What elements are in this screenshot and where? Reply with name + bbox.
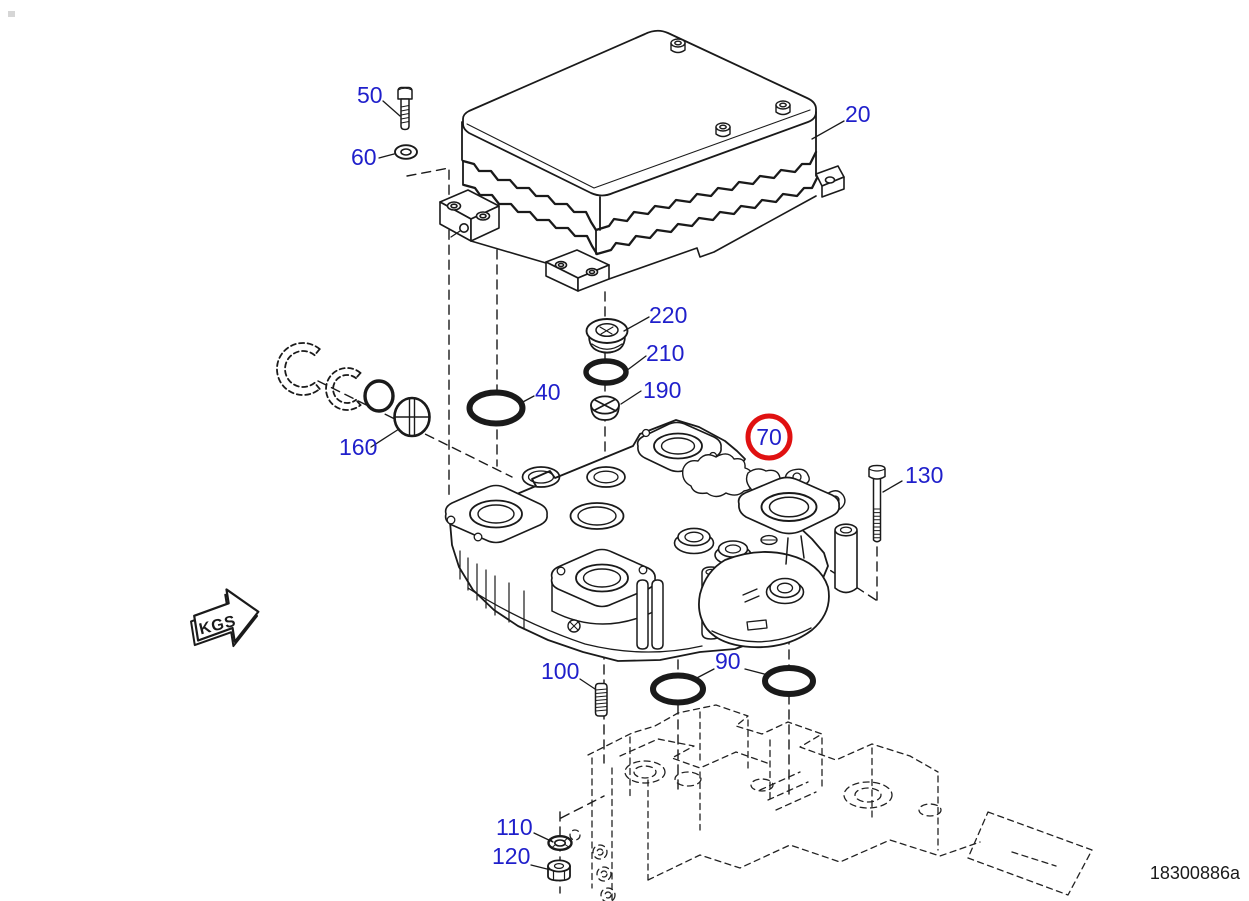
cover-gasket-waves — [461, 150, 820, 256]
part-nut-120 — [547, 859, 571, 882]
part-circlips-dashed — [276, 342, 362, 411]
transmission-housing-outline — [569, 704, 1093, 901]
callout-70-highlighted[interactable]: 70 — [756, 424, 782, 450]
part-plug-220 — [585, 318, 629, 354]
callout-120[interactable]: 120 — [492, 843, 531, 869]
part-o-ring-210 — [583, 358, 629, 386]
part-o-ring-40 — [466, 389, 526, 427]
drawing-number: 18300886a — [1149, 863, 1240, 883]
part-seal-ring-160-axis — [363, 379, 395, 413]
part-valve-body-70 — [444, 419, 858, 662]
part-bolt-130 — [868, 464, 886, 543]
callout-40[interactable]: 40 — [535, 379, 561, 405]
part-lock-washer-110 — [547, 835, 573, 852]
callout-160[interactable]: 160 — [339, 434, 378, 460]
callout-220[interactable]: 220 — [649, 302, 688, 328]
kgs-weight-arrow: KGS — [190, 588, 260, 648]
callout-20[interactable]: 20 — [845, 101, 871, 127]
casting-relief — [681, 453, 753, 498]
part-o-rings-90 — [650, 665, 816, 706]
callout-190[interactable]: 190 — [643, 377, 682, 403]
callout-110[interactable]: 110 — [496, 814, 533, 840]
callout-90[interactable]: 90 — [715, 648, 741, 674]
assembly-axis-lines — [317, 167, 878, 894]
valve-body-left-boss — [444, 484, 548, 544]
callout-leader-lines — [370, 100, 903, 871]
cover-base-plate — [439, 165, 845, 292]
part-plug-160 — [393, 396, 431, 438]
part-control-unit-cover-20 — [439, 29, 845, 292]
valve-body-drum-lobe — [698, 551, 830, 649]
part-bolt-50 — [397, 86, 413, 131]
cover-studs — [670, 38, 791, 138]
callout-100[interactable]: 100 — [541, 658, 580, 684]
part-washer-60 — [394, 144, 418, 160]
callout-50[interactable]: 50 — [357, 82, 383, 108]
scan-artifact — [8, 11, 15, 17]
callout-130[interactable]: 130 — [905, 462, 944, 488]
valve-body-right-boss — [737, 468, 846, 535]
callout-210[interactable]: 210 — [646, 340, 685, 366]
callout-60[interactable]: 60 — [351, 144, 377, 170]
highlight-circle-70 — [745, 413, 793, 461]
part-plug-190 — [590, 395, 620, 421]
part-stud-100 — [594, 682, 608, 717]
